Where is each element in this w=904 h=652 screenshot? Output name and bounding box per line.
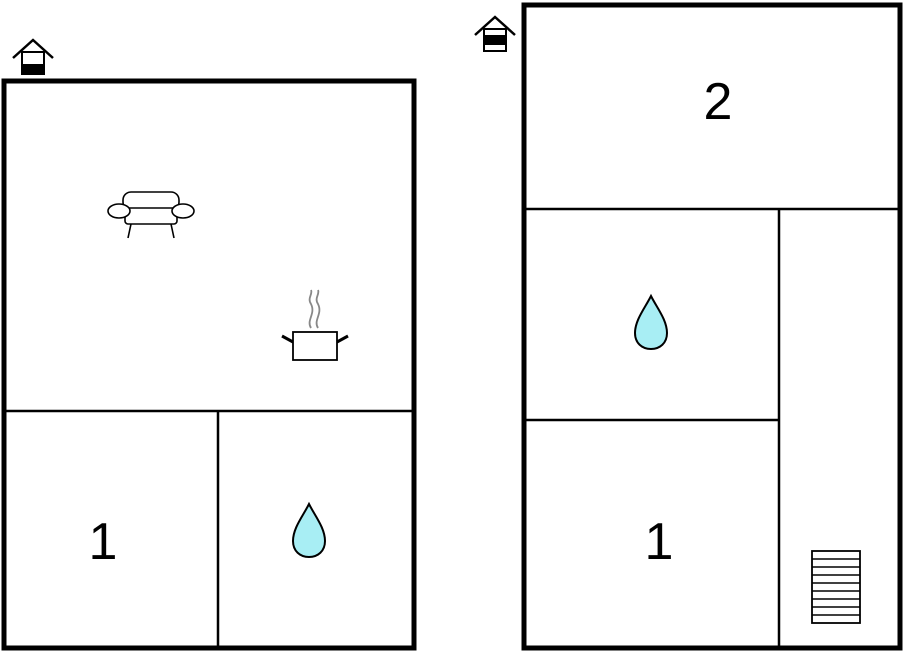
water-drop-icon — [633, 293, 669, 351]
house-entrance-icon — [474, 15, 516, 52]
water-drop-icon — [291, 501, 327, 559]
floor-plan-left — [1, 38, 417, 651]
floor-outline — [521, 2, 903, 651]
room-label-bedroom-1: 1 — [88, 513, 118, 571]
cooking-pot-icon — [281, 289, 349, 361]
room-label-bedroom-2: 2 — [703, 73, 733, 131]
stairs-icon — [811, 550, 861, 624]
floor-outline — [1, 78, 417, 651]
room-label-bedroom-1: 1 — [644, 513, 674, 571]
sofa-icon — [107, 191, 195, 239]
house-entrance-icon — [12, 38, 54, 75]
floor-plan-right — [474, 2, 903, 651]
